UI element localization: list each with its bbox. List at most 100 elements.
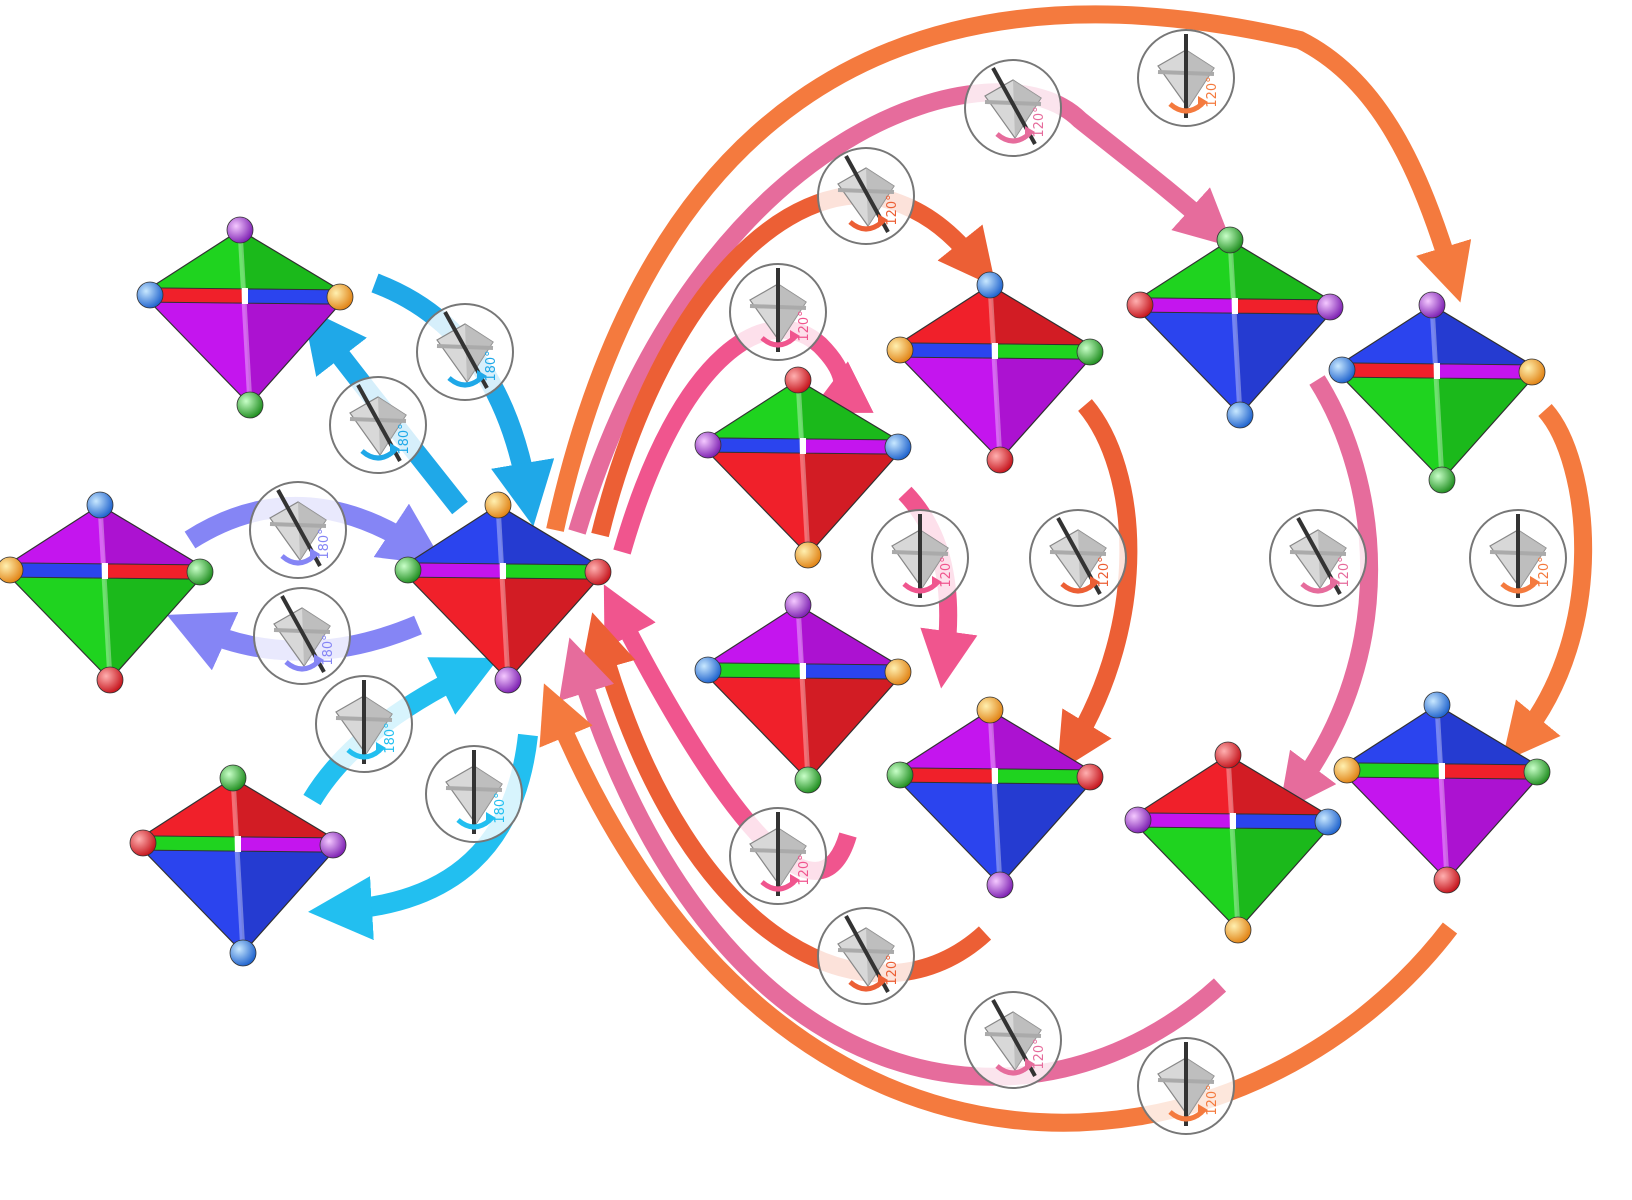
rotation-operation-badge: 180° (253, 587, 351, 685)
vertex-ball (1076, 338, 1104, 366)
vertex-ball (1418, 291, 1446, 319)
vertex-ball (129, 829, 157, 857)
kite-bar-left (1346, 762, 1443, 779)
rotation-operation-badge: 180° (249, 481, 347, 579)
vertex-ball (96, 666, 124, 694)
vertex-ball (886, 761, 914, 789)
kite-bar-left (9, 562, 106, 579)
tetrahedron-kite-icon (1333, 691, 1551, 894)
vertex-ball (884, 433, 912, 461)
rotation-operation-badge: 120° (729, 807, 827, 905)
rotation-operation-badge: 180° (425, 745, 523, 843)
rotation-angle-label: 180° (383, 722, 398, 753)
vertex-ball (794, 766, 822, 794)
vertex-ball (394, 556, 422, 584)
transition-arrow (580, 612, 992, 983)
rotation-angle-label: 180° (484, 350, 499, 381)
vertex-ball (1316, 293, 1344, 321)
vertex-ball (494, 666, 522, 694)
kite-bar-left (1139, 297, 1236, 314)
kites-layer (0, 216, 1551, 967)
vertex-ball (976, 271, 1004, 299)
vertex-ball (1333, 756, 1361, 784)
rotation-angle-label: 120° (1337, 556, 1352, 587)
rotation-operation-badge: 180° (315, 675, 413, 773)
vertex-ball (976, 696, 1004, 724)
transition-arrow (546, 5, 1472, 532)
transition-arrow (559, 637, 1227, 1086)
rotation-angle-label: 120° (1205, 76, 1220, 107)
vertex-ball (1328, 356, 1356, 384)
rotation-angle-label: 120° (1032, 1038, 1047, 1069)
rotation-operation-badge: 120° (1137, 1037, 1235, 1135)
transition-arrow (1278, 375, 1379, 814)
kite-bar-right (1441, 763, 1538, 780)
rotation-angle-label: 120° (885, 194, 900, 225)
vertex-ball (1076, 763, 1104, 791)
kite-bar-right (994, 768, 1091, 785)
vertex-ball (319, 831, 347, 859)
kite-bar-left (899, 767, 996, 784)
tetrahedron-kite-icon (129, 764, 347, 967)
kite-bar-left (707, 662, 804, 679)
kite-bar-right (244, 288, 341, 305)
rotation-operation-badge: 120° (817, 907, 915, 1005)
vertex-ball (794, 541, 822, 569)
vertex-ball (1423, 691, 1451, 719)
vertex-ball (1214, 741, 1242, 769)
tetrahedron-kite-icon (1124, 741, 1342, 944)
rotation-angle-label: 180° (397, 423, 412, 454)
tetrahedron-kite-icon (136, 216, 354, 419)
rotation-operation-badge: 120° (871, 509, 969, 607)
vertex-ball (229, 939, 257, 967)
vertex-ball (1124, 806, 1152, 834)
vertex-ball (236, 391, 264, 419)
vertex-ball (1433, 866, 1461, 894)
kite-bar-right (1232, 813, 1329, 830)
vertex-ball (986, 871, 1014, 899)
tetrahedron-kite-icon (694, 366, 912, 569)
arrows-layer (166, 5, 1593, 1132)
vertex-ball (1428, 466, 1456, 494)
rotation-angle-label: 120° (797, 854, 812, 885)
vertex-ball (584, 558, 612, 586)
transition-arrow (1501, 403, 1593, 763)
rotation-angle-label: 120° (1032, 106, 1047, 137)
rotation-angle-label: 120° (885, 954, 900, 985)
rotation-angle-label: 120° (1205, 1084, 1220, 1115)
vertex-ball (226, 216, 254, 244)
kite-bar-left (1137, 812, 1234, 829)
kite-bar-left (149, 287, 246, 304)
vertex-ball (484, 491, 512, 519)
rotation-angle-label: 120° (1537, 556, 1552, 587)
rotation-angle-label: 120° (939, 556, 954, 587)
vertex-ball (1126, 291, 1154, 319)
vertex-ball (784, 591, 812, 619)
tetrahedron-kite-icon (886, 271, 1104, 474)
kite-bar-right (802, 663, 899, 680)
vertex-ball (694, 431, 722, 459)
rotation-angle-label: 120° (1097, 556, 1112, 587)
rotation-operation-badge: 120° (1137, 29, 1235, 127)
kite-bar-right (237, 836, 334, 853)
vertex-ball (1216, 226, 1244, 254)
vertex-ball (136, 281, 164, 309)
tetrahedron-kite-icon (1328, 291, 1546, 494)
badges-layer: 180°180°180°180°180°180°120°120°120°120°… (249, 29, 1567, 1135)
vertex-ball (86, 491, 114, 519)
vertex-ball (219, 764, 247, 792)
transition-arrow (539, 683, 1458, 1132)
rotation-operation-badge: 120° (817, 147, 915, 245)
kite-bar-left (1341, 362, 1438, 379)
kite-bar-right (1234, 298, 1331, 315)
vertex-ball (1224, 916, 1252, 944)
kite-bar-right (802, 438, 899, 455)
vertex-ball (186, 558, 214, 586)
vertex-ball (0, 556, 24, 584)
rotation-operation-badge: 120° (1469, 509, 1567, 607)
vertex-ball (1314, 808, 1342, 836)
rotation-angle-label: 120° (797, 310, 812, 341)
kite-bar-left (707, 437, 804, 454)
tetrahedron-kite-icon (886, 696, 1104, 899)
